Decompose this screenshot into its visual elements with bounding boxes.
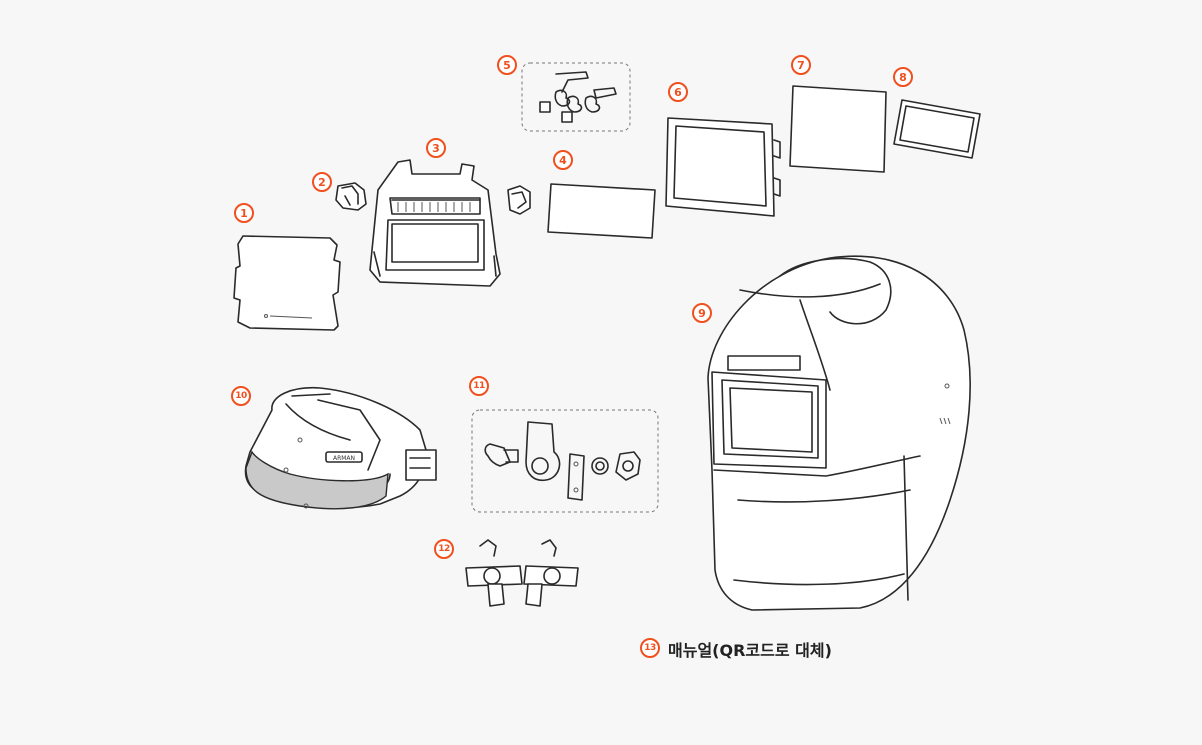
part-badge-7: 7 — [791, 55, 811, 75]
part-badge-12: 12 — [434, 539, 454, 559]
part-badge-10: 10 — [231, 386, 251, 406]
part-12-ratchet-adjusters — [465, 539, 579, 607]
part-badge-1: 1 — [234, 203, 254, 223]
part-badge-8: 8 — [893, 67, 913, 87]
part-1-outer-cover-plate — [233, 235, 341, 331]
part-badge-9: 9 — [692, 303, 712, 323]
part-8-magnifier-lens — [893, 99, 981, 159]
part-badge-2: 2 — [312, 172, 332, 192]
part-badge-6: 6 — [668, 82, 688, 102]
part-3-right-clip — [507, 185, 531, 215]
part-5-hardware-kit — [521, 62, 631, 132]
part-badge-5: 5 — [497, 55, 517, 75]
part-2-left-clip — [335, 182, 367, 211]
part-badge-3: 3 — [426, 138, 446, 158]
part-badge-13: 13 — [640, 638, 660, 658]
part-11-pivot-kit — [471, 409, 659, 513]
part-badge-4: 4 — [553, 150, 573, 170]
part-3-cartridge-frame — [369, 159, 501, 287]
manual-qr-label: 매뉴얼(QR코드로 대체) — [668, 641, 832, 660]
part-9-helmet-shell — [707, 255, 971, 611]
part-6-adf-cartridge — [665, 117, 781, 217]
part-badge-11: 11 — [469, 376, 489, 396]
part-10-headgear: ARMAN — [244, 386, 437, 510]
headgear-tag: ARMAN — [333, 455, 355, 462]
part-7-protective-lens — [789, 85, 887, 173]
part-4-inner-cover-lens — [547, 183, 656, 239]
